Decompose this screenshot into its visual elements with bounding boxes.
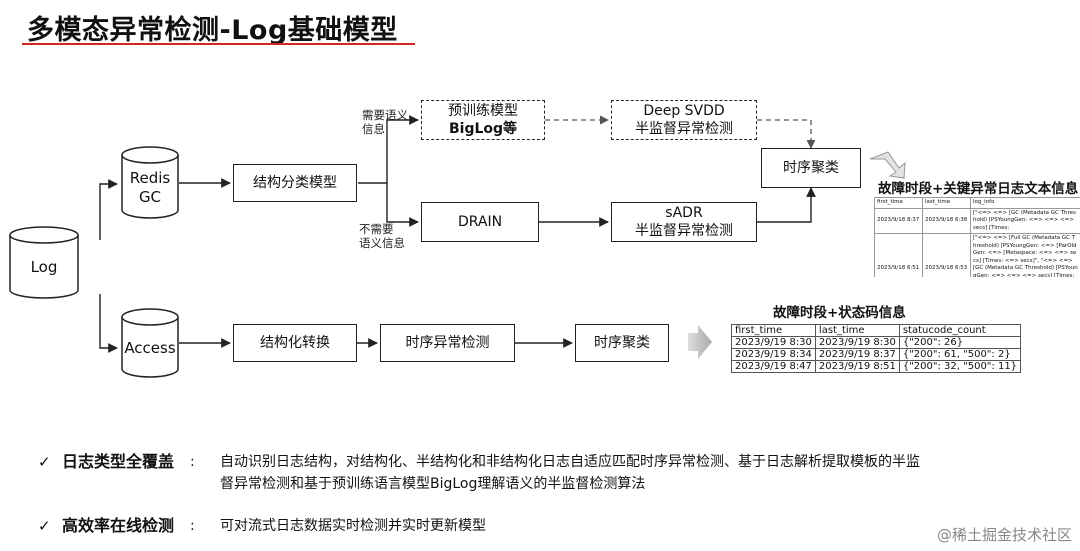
table-header-row: first_time last_time statucode_count <box>731 324 1022 337</box>
node-label: 时序聚类 <box>783 160 839 176</box>
node-label: sADR <box>665 205 703 221</box>
bullet-line: 自动识别日志结构，对结构化、半结构化和非结构化日志自适应匹配时序异常检测、基于日… <box>220 454 920 470</box>
table-cell: 2023/9/19 8:37 <box>814 348 900 361</box>
edge-label-line: 需要语义 <box>362 108 408 122</box>
bullet-colon: : <box>190 454 195 470</box>
table-bottom-title: 故障时段+状态码信息 <box>773 305 906 321</box>
bullet-line: 可对流式日志数据实时检测并实时更新模型 <box>220 518 486 534</box>
bullet-description: 可对流式日志数据实时检测并实时更新模型 <box>220 515 1050 537</box>
node-label: 时序异常检测 <box>405 335 490 351</box>
bullet-line: 督异常检测和基于预训练语言模型BigLog理解语义的半监督检测算法 <box>220 476 646 492</box>
cluster-top-node: 时序聚类 <box>761 148 861 188</box>
table-header-row: first_time last_time log_info <box>874 197 1080 209</box>
table-cell: ["<=> <=> [Full GC (Metadata GC Threshol… <box>970 233 1080 277</box>
table-cell: {"200": 32, "500": 11} <box>898 360 1022 373</box>
table-cell: 2023/9/18 6:51 <box>874 233 923 277</box>
status-code-table: first_time last_time statucode_count 202… <box>731 324 1022 373</box>
node-label: 时序聚类 <box>594 335 650 351</box>
table-cell: 2023/9/19 8:30 <box>814 336 900 349</box>
log-label: Log <box>30 257 58 276</box>
gc-label: GC <box>138 188 162 206</box>
table-header-cell: first_time <box>731 324 816 337</box>
deep-svdd-node: Deep SVDD 半监督异常检测 <box>611 100 757 140</box>
drain-node: DRAIN <box>421 202 539 242</box>
table-header-cell: last_time <box>814 324 900 337</box>
sadr-node: sADR 半监督异常检测 <box>611 202 757 242</box>
node-label: DRAIN <box>457 214 503 230</box>
table-cell: 2023/9/19 8:30 <box>731 336 816 349</box>
table-cell: {"200": 26} <box>898 336 1022 349</box>
table-cell: 2023/9/18 8:37 <box>874 207 923 234</box>
table-cell: ["<=> <=> [GC (Metadata GC Threshold) [P… <box>970 207 1080 234</box>
edge-label-no-semantic: 不需要 语义信息 <box>359 222 405 250</box>
struct-convert-node: 结构化转换 <box>233 324 357 362</box>
bullet-description: 自动识别日志结构，对结构化、半结构化和非结构化日志自适应匹配时序异常检测、基于日… <box>220 451 1050 495</box>
table-cell: 2023/9/18 6:53 <box>922 233 971 277</box>
access-label: Access <box>124 338 176 357</box>
access-source: Access <box>122 330 178 366</box>
edge-label-line: 信息 <box>362 122 385 136</box>
table-row: 2023/9/19 8:34 2023/9/19 8:37 {"200": 61… <box>731 348 1022 361</box>
table-cell: 2023/9/18 6:38 <box>922 207 971 234</box>
table-cell: 2023/9/19 8:51 <box>814 360 900 373</box>
node-label-bold: BigLog等 <box>448 121 518 137</box>
table-header-cell: last_time <box>922 197 971 209</box>
node-label: 预训练模型 <box>448 103 518 119</box>
node-label: 结构化转换 <box>260 335 330 351</box>
arrow-log-access <box>99 294 118 353</box>
edge-label-need-semantic: 需要语义 信息 <box>362 108 408 136</box>
node-label: 半监督异常检测 <box>635 223 733 239</box>
redis-label: Redis <box>129 169 171 187</box>
table-header-cell: statucode_count <box>898 324 1022 337</box>
node-label: Deep SVDD <box>643 103 725 119</box>
check-icon: ✓ <box>38 517 51 535</box>
flow-connectors <box>9 115 906 378</box>
log-info-table: first_time last_time log_info 2023/9/18 … <box>874 197 1080 277</box>
result-arrow-top <box>869 151 906 179</box>
page-title: 多模态异常检测-Log基础模型 <box>27 15 398 46</box>
table-row: 2023/9/19 8:47 2023/9/19 8:51 {"200": 32… <box>731 360 1022 373</box>
edge-label-line: 不需要 <box>359 222 394 236</box>
table-row: 2023/9/18 8:37 2023/9/18 6:38 ["<=> <=> … <box>874 207 1080 234</box>
cylinder-shapes <box>9 146 179 378</box>
table-cell: {"200": 61, "500": 2} <box>898 348 1022 361</box>
table-row: 2023/9/19 8:30 2023/9/19 8:30 {"200": 26… <box>731 336 1022 349</box>
pretrain-model-node: 预训练模型 BigLog等 <box>421 100 545 140</box>
log-source: Log <box>10 248 78 286</box>
ts-anomaly-node: 时序异常检测 <box>380 324 515 362</box>
check-icon: ✓ <box>38 453 51 471</box>
table-row: 2023/9/18 6:51 2023/9/18 6:53 ["<=> <=> … <box>874 233 1080 277</box>
arrow-log-redis <box>99 179 118 240</box>
cluster-bottom-node: 时序聚类 <box>575 324 669 362</box>
watermark: @稀土掘金技术社区 <box>936 526 1072 544</box>
table-header-cell: first_time <box>874 197 923 209</box>
table-header-cell: log_info <box>970 197 1080 209</box>
table-cell: 2023/9/19 8:34 <box>731 348 816 361</box>
node-label: 半监督异常检测 <box>635 121 733 137</box>
node-label: 结构分类模型 <box>253 175 337 191</box>
table-cell: 2023/9/19 8:47 <box>731 360 816 373</box>
table-top-title: 故障时段+关键异常日志文本信息 <box>878 181 1079 197</box>
title-underline <box>22 43 415 45</box>
bullet-label: 日志类型全覆盖 <box>62 452 175 471</box>
edge-label-line: 语义信息 <box>359 236 405 250</box>
struct-classify-node: 结构分类模型 <box>233 164 357 202</box>
log-info-table-wrap: first_time last_time log_info 2023/9/18 … <box>874 197 1080 277</box>
bullet-label: 高效率在线检测 <box>62 516 175 535</box>
redis-gc-source: Redis GC <box>122 166 178 210</box>
result-arrow-bottom <box>688 325 712 359</box>
bullet-colon: : <box>190 518 195 534</box>
